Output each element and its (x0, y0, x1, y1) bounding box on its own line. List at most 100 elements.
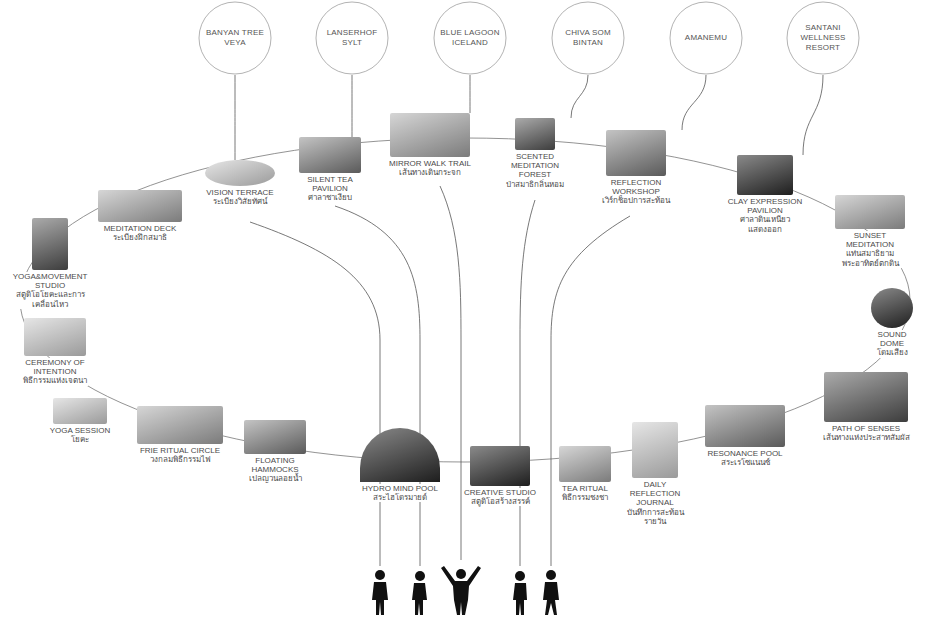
connector-line (803, 75, 823, 155)
path-line (250, 222, 380, 566)
station-photo (737, 155, 793, 195)
resort-circle: AMANEMU (669, 1, 743, 75)
station-node: FRIE RITUAL CIRCLEวงกลมพิธีกรรมไฟ (135, 406, 225, 464)
station-photo (705, 405, 785, 447)
station-node: YOGA&MOVEMENT STUDIOสตูดิโอโยคะและการเคล… (5, 218, 95, 309)
station-title-thai: ศาลาดินเหนียวแสดงออก (723, 215, 807, 233)
station-photo (470, 446, 530, 486)
station-photo (632, 422, 678, 478)
station-photo (137, 406, 223, 444)
station-node: SCENTED MEDITATION FORESTป่าสมาธิกลิ่นหอ… (495, 118, 575, 189)
station-photo (53, 398, 107, 424)
person-body (543, 582, 559, 615)
station-photo (32, 218, 68, 270)
circle-shape (670, 2, 742, 74)
station-title-thai: เปลญวนลอยน้ำ (248, 474, 303, 483)
station-title: FRIE RITUAL CIRCLE (139, 446, 221, 455)
path-line (440, 186, 461, 560)
connector-line (571, 75, 588, 118)
resort-name: LANSERHOF SYLT (322, 28, 382, 48)
station-title-thai: ป่าสมาธิกลิ่นหอม (505, 180, 565, 189)
station-title: FLOATING HAMMOCKS (230, 456, 320, 474)
station-title: PATH OF SENSES (831, 424, 901, 433)
resort-name: CHIVA SOM BINTAN (558, 28, 618, 48)
resort-circle: BLUE LAGOON ICELAND (433, 1, 507, 75)
station-title: DAILY REFLECTION JOURNAL (620, 480, 690, 508)
journey-loop (20, 138, 910, 462)
station-node: REFLECTION WORKSHOPเวิร์กช็อปการสะท้อน (586, 130, 686, 206)
station-title-thai: สตูดิโอสร้างสรรค์ (470, 497, 531, 506)
station-photo (360, 428, 440, 482)
station-photo (244, 420, 306, 454)
station-title-thai: ศาลาชาเงียบ (307, 193, 353, 202)
station-title: YOGA&MOVEMENT STUDIO (5, 272, 95, 290)
station-title: RESONANCE POOL (706, 449, 783, 458)
connector-line (470, 75, 471, 113)
station-title-thai: โยคะ (70, 435, 90, 444)
station-photo (824, 372, 908, 422)
station-title: SILENT TEA PAVILION (290, 175, 370, 193)
station-node: FLOATING HAMMOCKSเปลญวนลอยน้ำ (230, 420, 320, 484)
station-node: VISION TERRACEระเบียงวิสัยทัศน์ (200, 160, 280, 206)
connector-line (682, 75, 706, 130)
person-head (415, 571, 425, 581)
station-photo (205, 160, 275, 186)
station-photo (835, 195, 905, 229)
circle-shape (434, 2, 506, 74)
person-head (375, 570, 385, 580)
station-title-thai: แท่นสมาธิยามพระอาทิตย์ตกดิน (828, 249, 912, 267)
station-title-thai: เวิร์กช็อปการสะท้อน (601, 196, 671, 205)
station-node: PATH OF SENSESเส้นทางแห่งประสาทสัมผัส (821, 372, 911, 442)
station-node: MIRROR WALK TRAILเส้นทางเดินกระจก (385, 113, 475, 177)
person-head (546, 570, 556, 580)
station-title-thai: เส้นทางแห่งประสาทสัมผัส (822, 433, 911, 442)
station-node: YOGA SESSIONโยคะ (48, 398, 112, 444)
station-node: TEA RITUALพิธีกรรมชงชา (557, 446, 613, 502)
resort-circle: LANSERHOF SYLT (315, 1, 389, 75)
station-title: REFLECTION WORKSHOP (586, 178, 686, 196)
station-title: HYDRO MIND POOL (361, 484, 439, 493)
path-line (520, 200, 535, 566)
station-title: CEREMONY OF INTENTION (10, 358, 100, 376)
station-title: MIRROR WALK TRAIL (388, 159, 472, 168)
station-title-thai: ระเบียงฝึกสมาธิ (112, 233, 168, 242)
station-title: SUNSET MEDITATION (828, 231, 912, 249)
station-title: SCENTED MEDITATION FOREST (495, 152, 575, 180)
station-node: MEDITATION DECKระเบียงฝึกสมาธิ (98, 190, 182, 242)
person-body (412, 583, 427, 615)
station-title: MEDITATION DECK (103, 224, 178, 233)
station-node: CEREMONY OF INTENTIONพิธีกรรมแห่งเจตนา (10, 318, 100, 386)
circle-shape (199, 2, 271, 74)
resort-circle: BANYAN TREE VEYA (198, 1, 272, 75)
resort-circle: CHIVA SOM BINTAN (551, 1, 625, 75)
station-title: TEA RITUAL (561, 484, 609, 493)
person-body (441, 566, 481, 615)
resort-name: BANYAN TREE VEYA (205, 28, 265, 48)
connector-line (352, 75, 353, 137)
circle-shape (787, 2, 859, 74)
station-title-thai: โดมเสียง (876, 348, 909, 357)
resort-circle: SANTANI WELLNESS RESORT (786, 1, 860, 75)
path-line (551, 216, 630, 566)
station-node: DAILY REFLECTION JOURNALบันทึกการสะท้อนร… (620, 422, 690, 526)
person-body (372, 582, 388, 615)
station-title-thai: พิธีกรรมแห่งเจตนา (22, 376, 88, 385)
station-title: SOUND DOME (864, 330, 920, 348)
station-title-thai: สระไฮโดรมายด์ (372, 493, 428, 502)
person-head (515, 571, 525, 581)
resort-name: AMANEMU (676, 33, 736, 43)
station-node: RESONANCE POOLสระเรโซแนนซ์ (703, 405, 787, 467)
resort-name: BLUE LAGOON ICELAND (440, 28, 500, 48)
people-silhouettes (372, 566, 559, 615)
station-title-thai: สระเรโซแนนซ์ (720, 458, 771, 467)
station-photo (515, 118, 555, 150)
station-node: SOUND DOMEโดมเสียง (864, 288, 920, 358)
station-photo (606, 130, 666, 176)
station-node: SUNSET MEDITATIONแท่นสมาธิยามพระอาทิตย์ต… (828, 195, 912, 268)
station-photo (24, 318, 86, 356)
station-title: VISION TERRACE (205, 188, 274, 197)
